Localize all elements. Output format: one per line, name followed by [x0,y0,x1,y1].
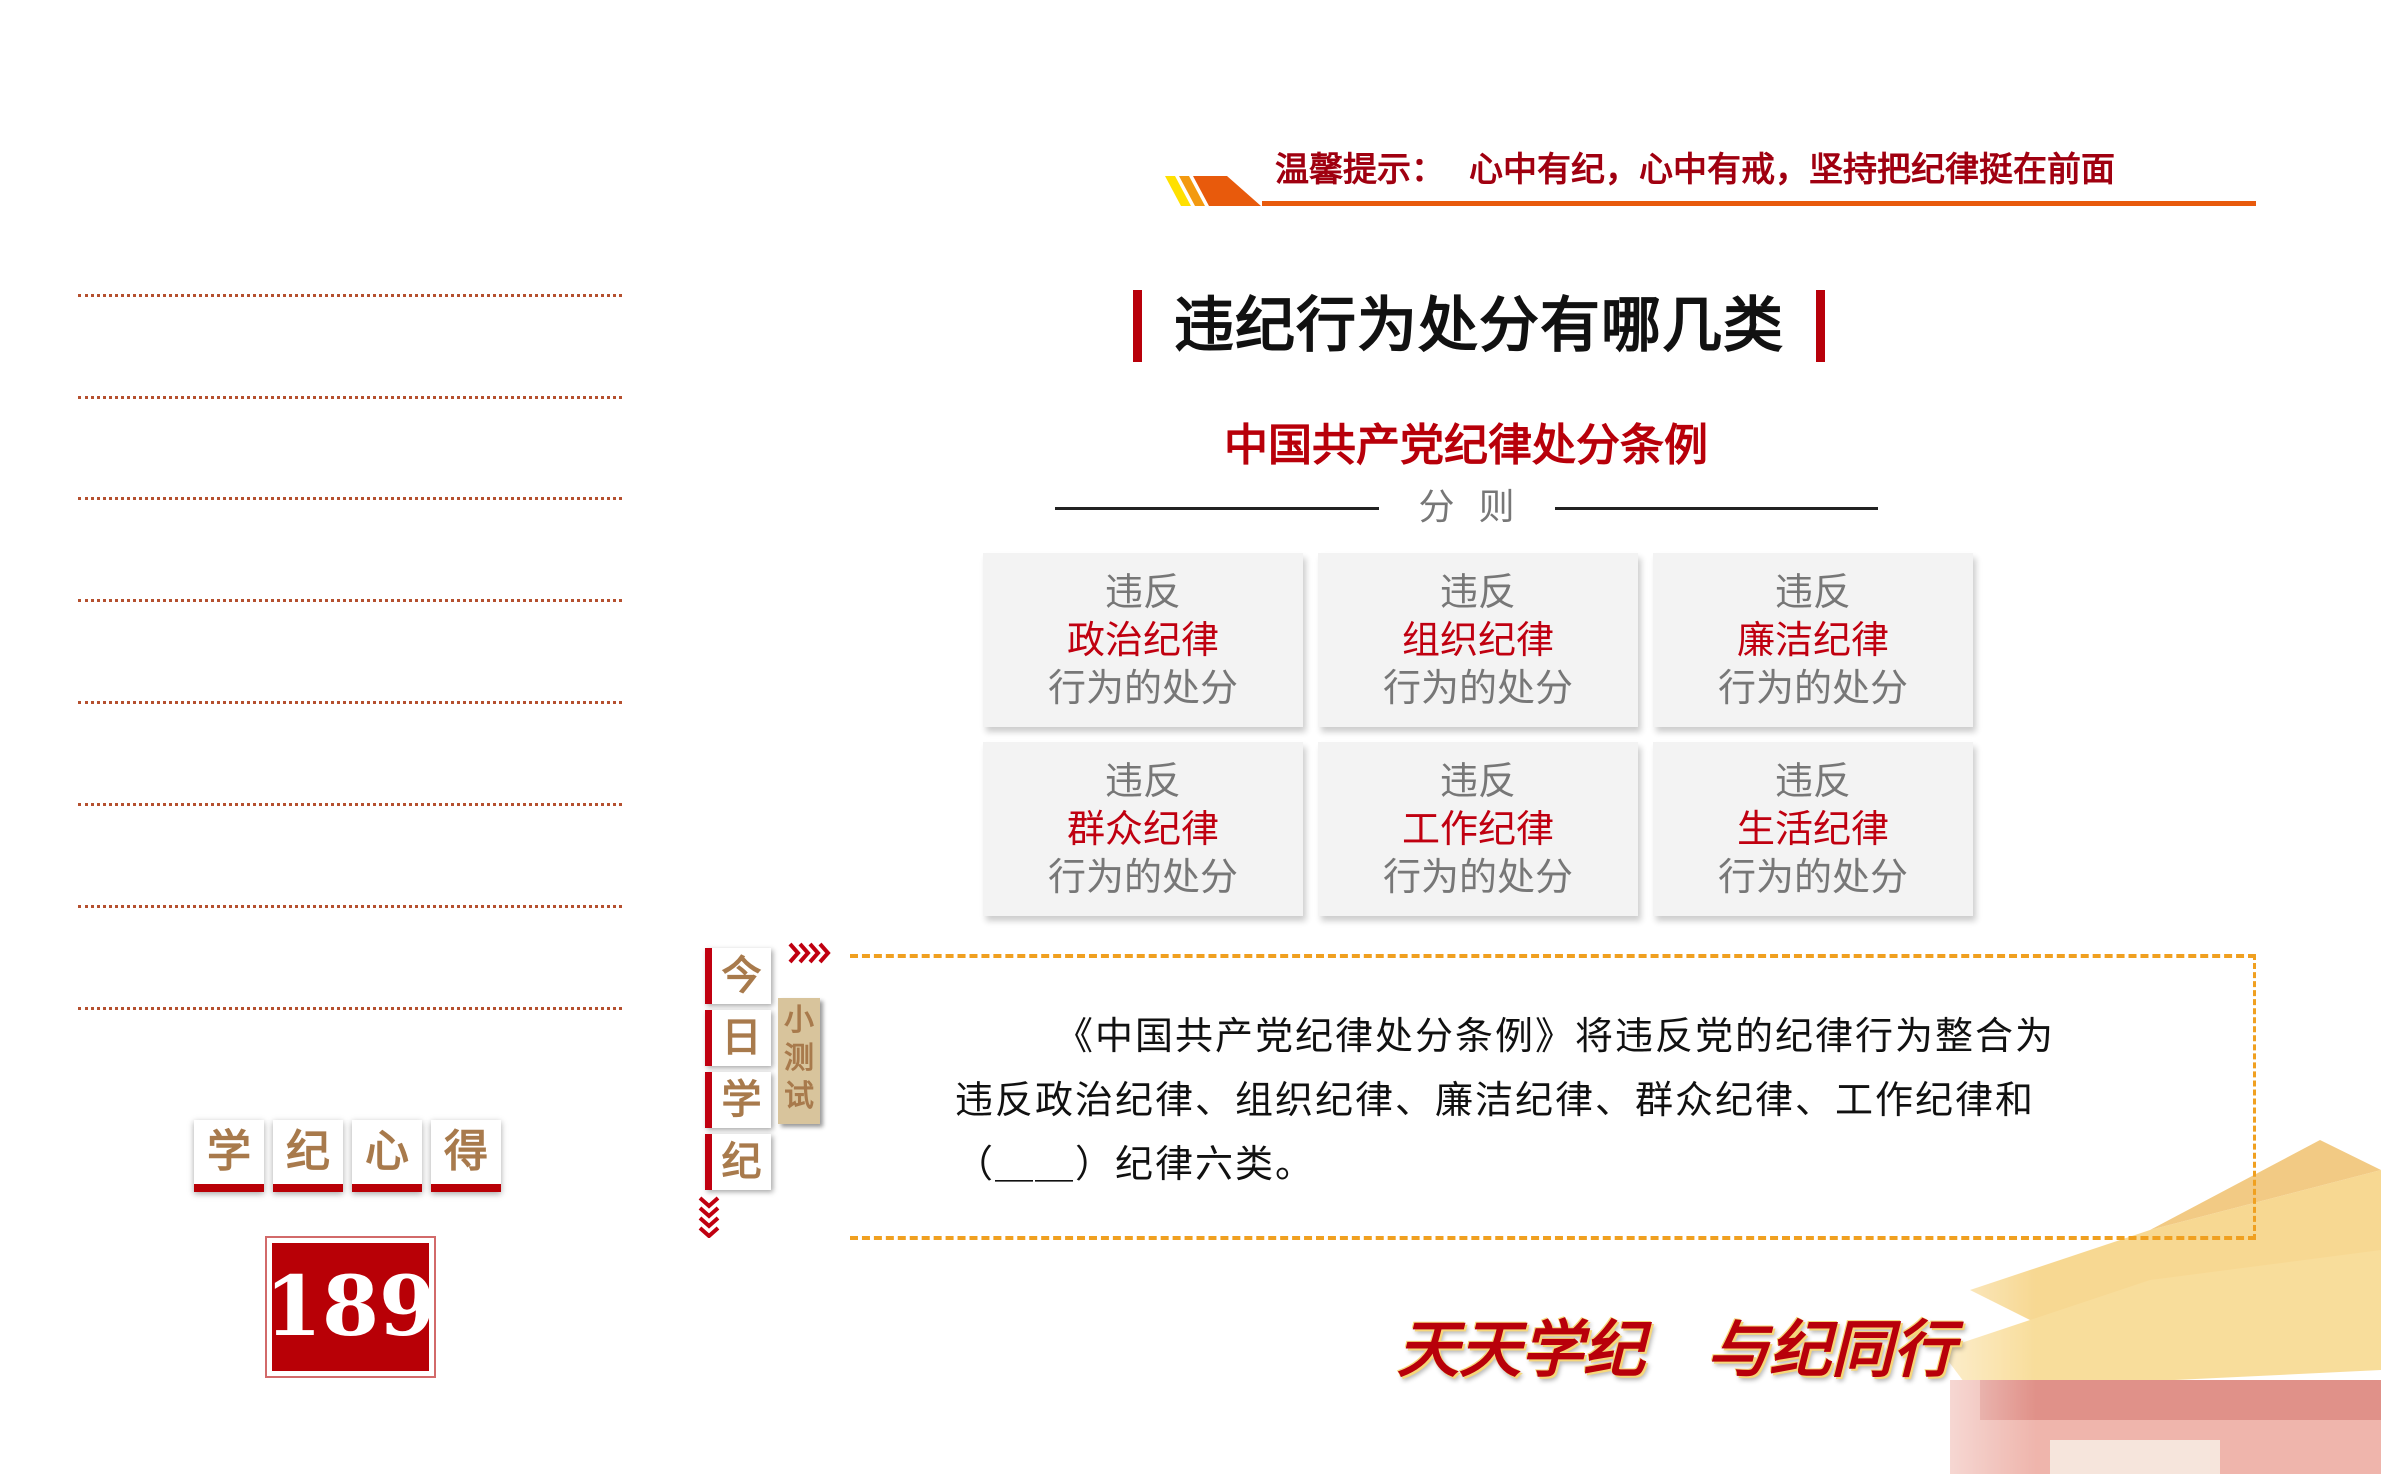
quiz-line: 《中国共产党纪律处分条例》将违反党的纪律行为整合为 [1055,1014,2056,1058]
card-name: 工作纪律 [1401,807,1554,851]
heading-tile: 学 [194,1120,264,1192]
note-line [78,1007,622,1010]
card-pre: 违反 [1774,570,1851,614]
card-post: 行为的处分 [1047,666,1238,710]
quiz-line: （＿＿）纪律六类。 [955,1142,1316,1186]
quiz-side-tile: 日 [705,1010,771,1066]
card-pre: 违反 [1439,759,1516,803]
card-name: 生活纪律 [1736,807,1889,851]
category-card: 违反廉洁纪律行为的处分 [1653,553,1973,727]
tip-label: 温馨提示： [1275,150,1445,190]
note-line [78,294,622,297]
page-title: 违纪行为处分有哪几类 [1133,290,1825,362]
quiz-box [850,954,2256,1240]
section-label: 分则 [1418,487,1539,528]
divider-left [1055,506,1379,510]
card-pre: 违反 [1104,759,1181,803]
subtitle: 中国共产党纪律处分条例 [1224,420,1708,471]
card-post: 行为的处分 [1047,855,1238,899]
palace-image [1850,1130,2381,1474]
quiz-tag: 小测试 [778,998,820,1124]
card-name: 组织纪律 [1401,618,1554,662]
quiz-line: 违反政治纪律、组织纪律、廉洁纪律、群众纪律、工作纪律和 [955,1078,2036,1122]
card-pre: 违反 [1439,570,1516,614]
category-card: 违反组织纪律行为的处分 [1318,553,1638,727]
card-pre: 违反 [1774,759,1851,803]
tip-banner: 温馨提示： 心中有纪，心中有戒，坚持把纪律挺在前面 [1275,148,2115,192]
note-line [78,599,622,602]
quiz-question: 《中国共产党纪律处分条例》将违反党的纪律行为整合为 违反政治纪律、组织纪律、廉洁… [955,1004,2235,1196]
heading-tile: 纪 [273,1120,343,1192]
card-post: 行为的处分 [1382,666,1573,710]
heading-tile: 得 [431,1120,501,1192]
note-line [78,701,622,704]
note-line [78,396,622,399]
quiz-side-tile: 今 [705,948,771,1004]
category-card: 违反政治纪律行为的处分 [983,553,1303,727]
card-post: 行为的处分 [1382,855,1573,899]
divider-right [1554,506,1879,510]
notes-heading: 学 纪 心 得 [194,1120,501,1192]
card-post: 行为的处分 [1717,855,1908,899]
category-card: 违反工作纪律行为的处分 [1318,742,1638,916]
card-name: 政治纪律 [1066,618,1219,662]
category-card: 违反生活纪律行为的处分 [1653,742,1973,916]
stripes-decoration-icon [1165,176,1261,206]
note-line [78,497,622,500]
heading-tile: 心 [352,1120,422,1192]
card-pre: 违反 [1104,570,1181,614]
card-name: 廉洁纪律 [1736,618,1889,662]
tip-underline [1262,201,2256,206]
chevrons-right-icon [788,942,831,964]
page-number: 189 [265,1243,436,1371]
quiz-side-tile: 学 [705,1072,771,1128]
note-line [78,803,622,806]
slogan: 天天学纪 与纪同行 [1397,1313,1956,1386]
quiz-side-tile: 纪 [705,1134,771,1190]
category-card: 违反群众纪律行为的处分 [983,742,1303,916]
card-post: 行为的处分 [1717,666,1908,710]
section-divider: 分则 [1055,486,1879,530]
note-line [78,905,622,908]
card-name: 群众纪律 [1066,807,1219,851]
chevrons-down-icon [698,1196,720,1238]
tip-text: 心中有纪，心中有戒，坚持把纪律挺在前面 [1469,150,2115,190]
page-number-box: 189 [265,1236,436,1378]
